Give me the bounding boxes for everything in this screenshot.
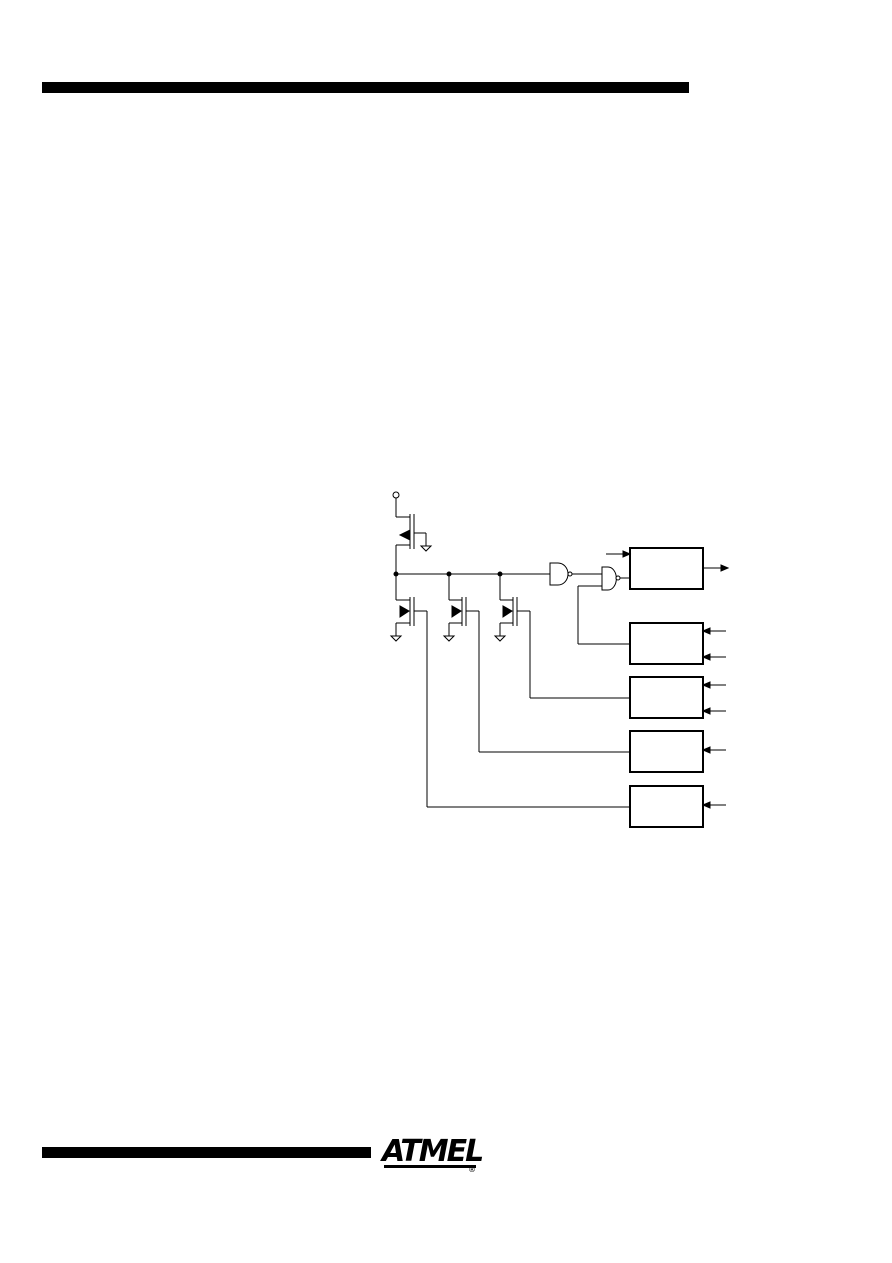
- pulldown-transistor-1: [389, 574, 630, 808]
- supply-pin: [392, 491, 400, 499]
- atmel-logo: ATMEL ®: [382, 1131, 484, 1177]
- nand-gate: [549, 562, 602, 586]
- block-3: [629, 676, 704, 719]
- footer-rule: [42, 1147, 371, 1158]
- block-5: [629, 785, 704, 828]
- block-4: [629, 730, 704, 773]
- circuit-schematic: [389, 491, 730, 828]
- pulldown-transistor-2: [442, 574, 630, 753]
- pulldown-transistor-3: [493, 574, 630, 699]
- header-rule: [42, 82, 689, 93]
- block-1: [629, 547, 704, 590]
- block-2: [629, 622, 704, 665]
- registered-mark: ®: [468, 1165, 476, 1174]
- logo-underline: [384, 1165, 476, 1168]
- logo-wordmark: ATMEL: [382, 1134, 484, 1169]
- and-gate: [577, 566, 630, 645]
- pullup-transistor: [395, 514, 433, 575]
